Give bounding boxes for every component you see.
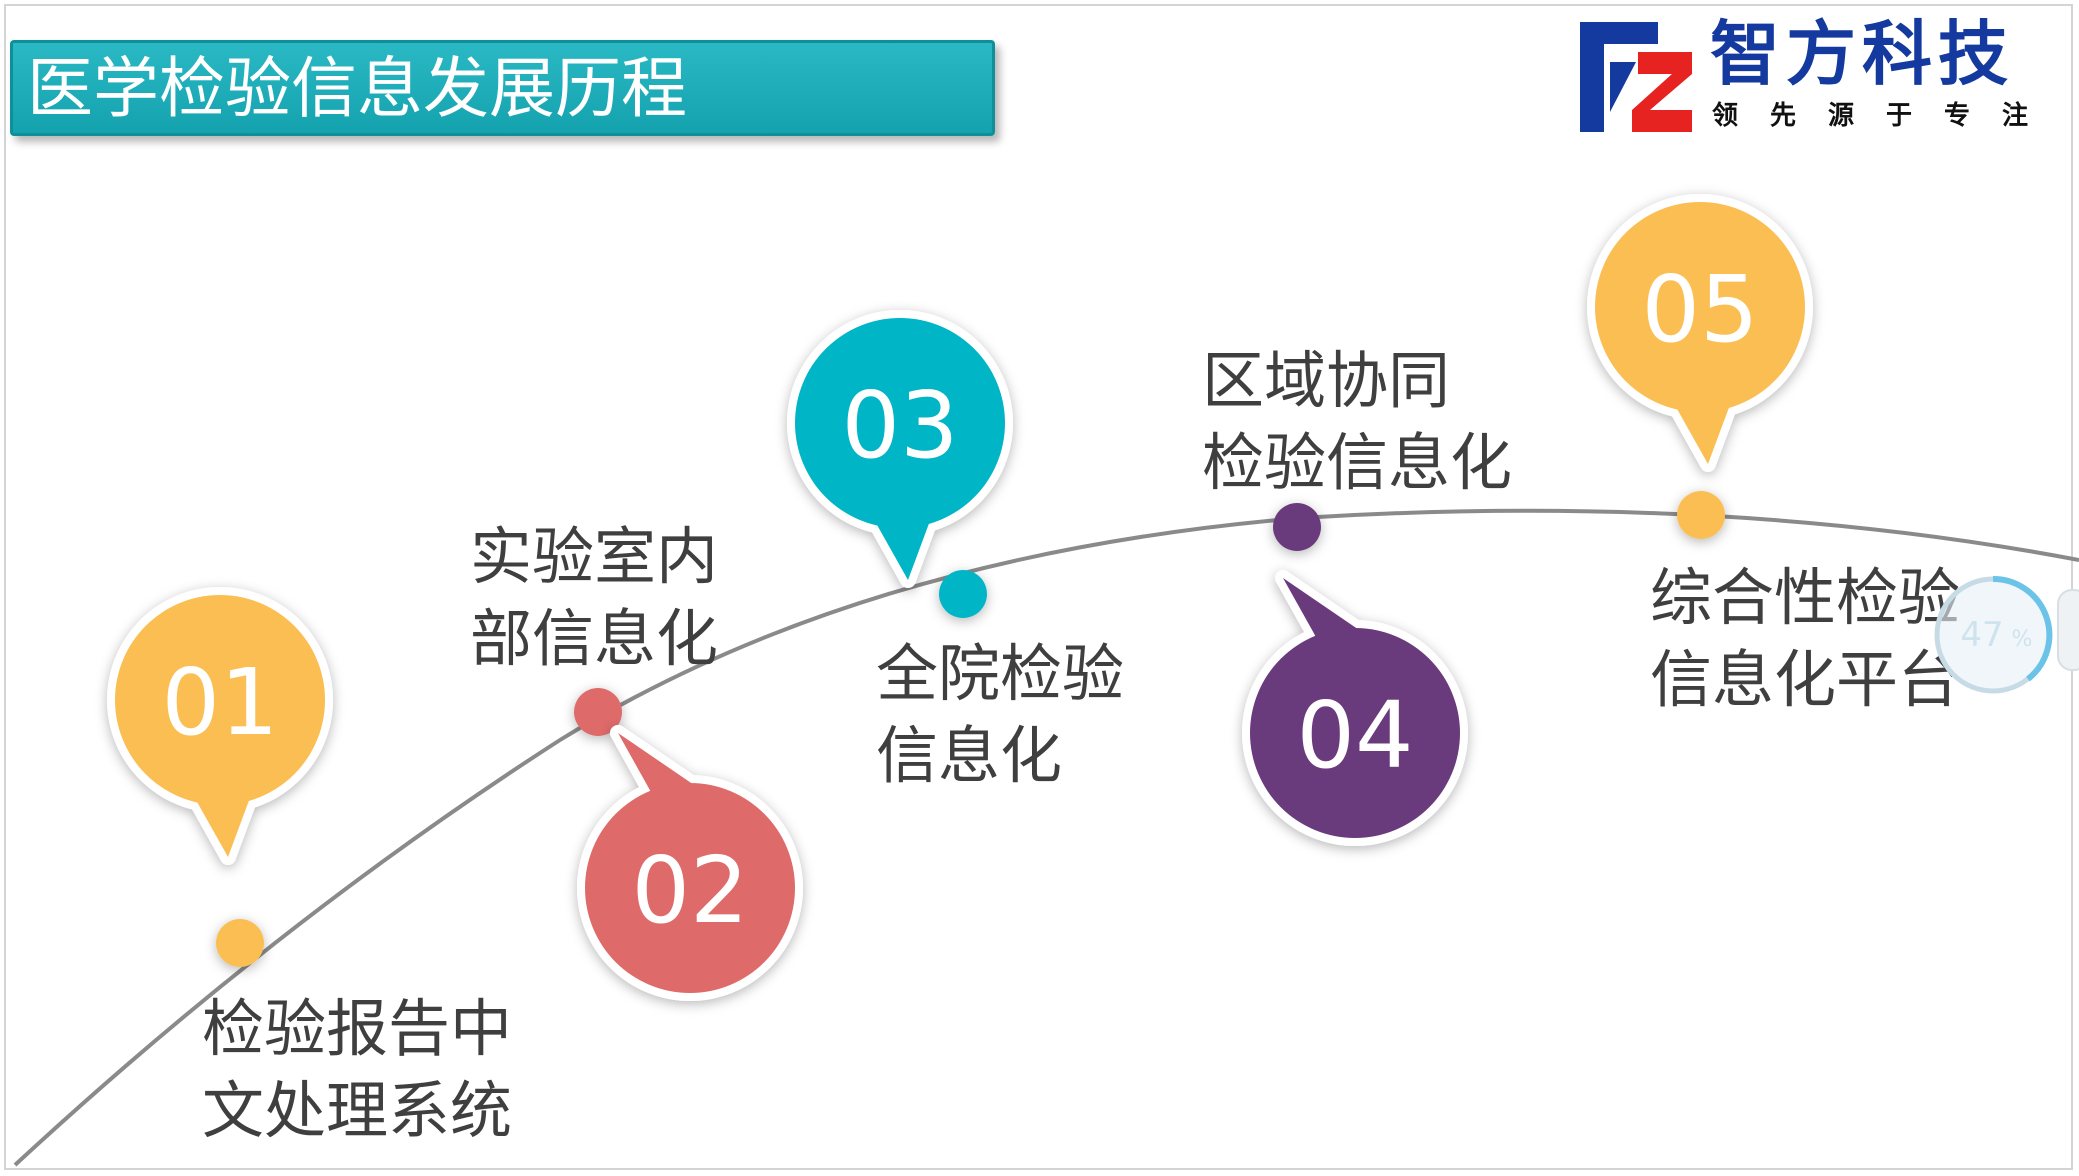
logo-slogan: 领先源于专注 bbox=[1712, 101, 2061, 131]
milestone-balloon-05 bbox=[1587, 194, 1813, 472]
milestone-label-03-line-2: 信息化 bbox=[876, 719, 1063, 792]
milestone-label-04: 区域协同 检验信息化 bbox=[1202, 340, 1512, 504]
milestone-label-03-line-1: 全院检验 bbox=[876, 637, 1125, 710]
timeline-dot-03 bbox=[939, 570, 987, 618]
milestone-label-05-line-1: 综合性检验 bbox=[1650, 561, 1961, 634]
milestone-number-02: 02 bbox=[631, 837, 748, 944]
title-banner: 医学检验信息发展历程 bbox=[10, 40, 995, 136]
milestone-balloon-04 bbox=[1242, 570, 1468, 846]
milestone-number-01: 01 bbox=[161, 649, 278, 756]
milestone-number-03: 03 bbox=[841, 372, 958, 479]
milestone-label-04-line-1: 区域协同 bbox=[1202, 344, 1451, 417]
milestone-label-01-line-2: 文处理系统 bbox=[202, 1074, 513, 1147]
page-title: 医学检验信息发展历程 bbox=[27, 50, 687, 127]
milestone-balloon-02 bbox=[577, 725, 803, 1001]
milestone-label-01-line-1: 检验报告中 bbox=[202, 992, 513, 1065]
milestone-number-04: 04 bbox=[1296, 682, 1413, 789]
timeline-dot-02 bbox=[574, 688, 622, 736]
milestone-balloon-03 bbox=[787, 310, 1013, 588]
milestone-label-05: 综合性检验 信息化平台 bbox=[1650, 557, 1960, 721]
timeline-dot-04 bbox=[1273, 503, 1321, 551]
milestone-label-02-line-2: 部信息化 bbox=[470, 602, 719, 675]
timeline-dot-01 bbox=[216, 919, 264, 967]
milestone-number-05: 05 bbox=[1641, 256, 1758, 363]
milestone-label-01: 检验报告中 文处理系统 bbox=[202, 988, 512, 1152]
milestone-label-02-line-1: 实验室内 bbox=[470, 520, 719, 593]
logo-name: 智方科技 bbox=[1710, 13, 2014, 95]
company-logo: 智方科技 领先源于专注 bbox=[1580, 13, 2050, 136]
logo-mark-icon bbox=[1580, 22, 1692, 132]
milestone-label-03: 全院检验 信息化 bbox=[876, 633, 1124, 797]
milestone-balloon-01 bbox=[107, 587, 333, 865]
timeline-dot-05 bbox=[1677, 491, 1725, 539]
milestone-label-04-line-2: 检验信息化 bbox=[1202, 426, 1513, 499]
milestone-label-05-line-2: 信息化平台 bbox=[1650, 643, 1961, 716]
milestone-label-02: 实验室内 部信息化 bbox=[470, 516, 718, 680]
